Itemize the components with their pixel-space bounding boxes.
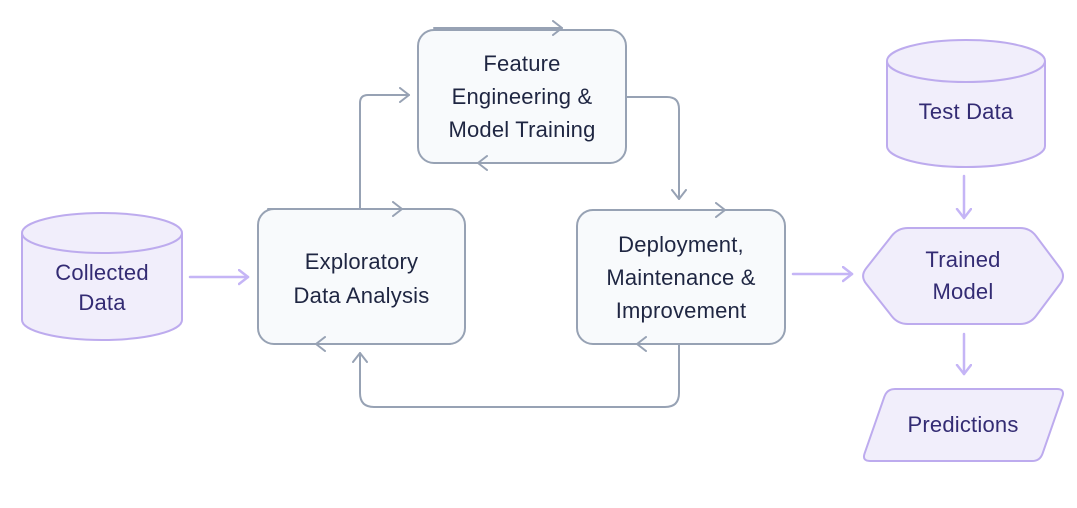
predictions-parallelogram	[862, 388, 1065, 462]
trained-model-hexagon	[862, 227, 1064, 325]
feature-engineering-label: Feature Engineering & Model Training	[448, 51, 596, 142]
edge-feature-to-deployment	[625, 96, 687, 200]
test-data-label: Test Data	[918, 99, 1014, 124]
predictions-label: Predictions	[907, 412, 1019, 437]
deployment-label: Deployment, Maintenance & Improvement	[606, 232, 756, 323]
eda-label: Exploratory Data Analysis	[293, 249, 430, 308]
collected-data-cylinder	[21, 212, 183, 341]
edge-eda-to-feature	[359, 87, 410, 210]
test-data-cylinder	[886, 39, 1046, 168]
trained-model-label: Trained Model	[925, 247, 1001, 304]
collected-data-label: Collected Data	[55, 260, 149, 315]
edge-deployment-to-eda-loop	[352, 343, 680, 408]
